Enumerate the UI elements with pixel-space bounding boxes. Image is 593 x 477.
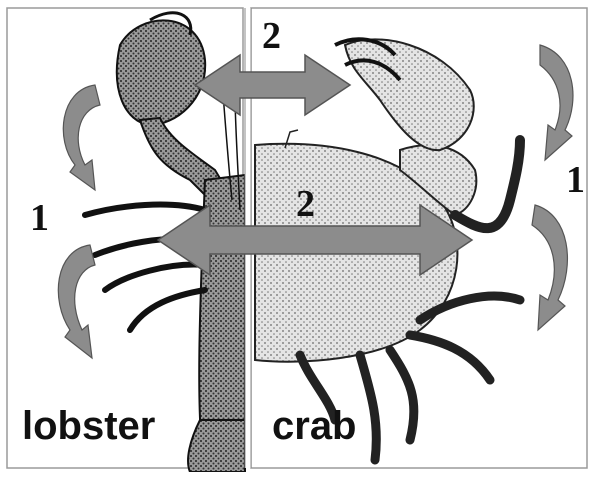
lobster-label: lobster [22,404,155,449]
label-2-top: 2 [262,14,281,58]
left-curved-arrows [58,85,100,358]
crab-label: crab [272,404,357,449]
label-1-right: 1 [566,158,585,202]
top-double-arrow [195,55,350,115]
label-2-middle: 2 [296,182,315,226]
label-1-left: 1 [30,196,49,240]
